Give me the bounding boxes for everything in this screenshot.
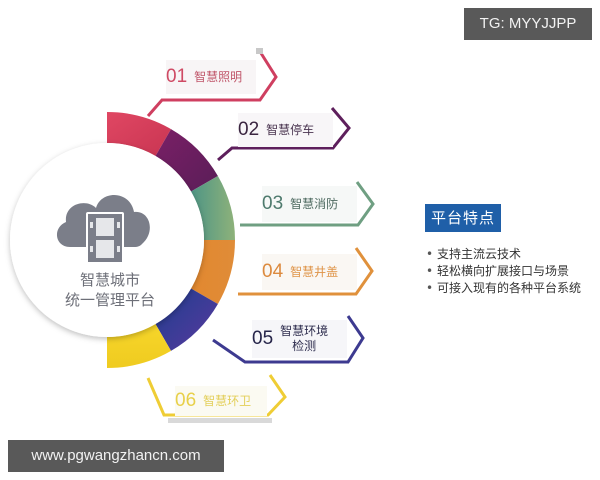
gray-marker: [256, 48, 263, 54]
item-02-number: 02: [238, 119, 260, 140]
item-04-label: 智慧井盖: [290, 264, 339, 279]
ring-segment-04: [191, 240, 236, 304]
features-list: •支持主流云技术 •轻松横向扩展接口与场景 •可接入现有的各种平台系统: [425, 246, 581, 297]
item-05-label: 智慧环境 检测: [280, 324, 328, 354]
item-02-label: 智慧停车: [266, 122, 315, 137]
item-01-number: 01: [166, 66, 188, 87]
connector-04: [238, 247, 374, 296]
feature-item: •轻松横向扩展接口与场景: [425, 263, 581, 280]
feature-text: 支持主流云技术: [437, 247, 522, 261]
cloud-film-icon: [56, 194, 150, 264]
gray-bar: [168, 418, 272, 423]
connector-02: [217, 107, 351, 162]
features-title: 平台特点: [425, 204, 502, 232]
watermark-top-right: TG: MYYJJPP: [464, 8, 592, 40]
connector-03: [240, 181, 375, 227]
feature-text: 可接入现有的各种平台系统: [437, 281, 582, 295]
ring: [107, 111, 236, 369]
item-05: 05 智慧环境 检测: [252, 320, 347, 358]
item-03-number: 03: [262, 193, 284, 214]
center-title-line1: 智慧城市: [79, 271, 140, 289]
ring-segment-01: [107, 111, 171, 156]
item-04-number: 04: [262, 261, 284, 282]
item-01: 01 智慧照明: [166, 60, 256, 94]
item-05-label-line2: 检测: [292, 339, 317, 353]
item-06: 06 智慧环卫: [175, 386, 267, 416]
watermark-bottom-left: www.pgwangzhancn.com: [8, 440, 224, 472]
feature-item: •支持主流云技术: [425, 246, 581, 263]
item-05-number: 05: [252, 328, 274, 349]
item-01-label: 智慧照明: [194, 69, 243, 84]
feature-item: •可接入现有的各种平台系统: [425, 280, 581, 297]
connector-05: [212, 315, 365, 364]
feature-text: 轻松横向扩展接口与场景: [437, 264, 570, 278]
item-05-label-line1: 智慧环境: [280, 324, 329, 338]
item-04: 04 智慧井盖: [262, 254, 357, 290]
connector-01: [146, 49, 278, 117]
bullet-icon: •: [426, 281, 434, 295]
item-06-label: 智慧环卫: [203, 393, 252, 408]
features-panel: 平台特点 •支持主流云技术 •轻松横向扩展接口与场景 •可接入现有的各种平台系统: [425, 204, 581, 297]
item-03-label: 智慧消防: [290, 196, 339, 211]
bullet-icon: •: [426, 247, 434, 261]
item-03: 03 智慧消防: [262, 186, 357, 222]
connector-06: [146, 374, 287, 417]
ring-segment-06: [107, 324, 171, 369]
ring-segment-05: [155, 288, 218, 351]
ring-segment-02: [155, 129, 218, 192]
ring-segment-03: [191, 176, 236, 240]
item-06-number: 06: [175, 390, 197, 411]
center-title-line2: 统一管理平台: [64, 291, 155, 309]
item-02: 02 智慧停车: [238, 113, 333, 147]
bullet-icon: •: [426, 264, 434, 278]
